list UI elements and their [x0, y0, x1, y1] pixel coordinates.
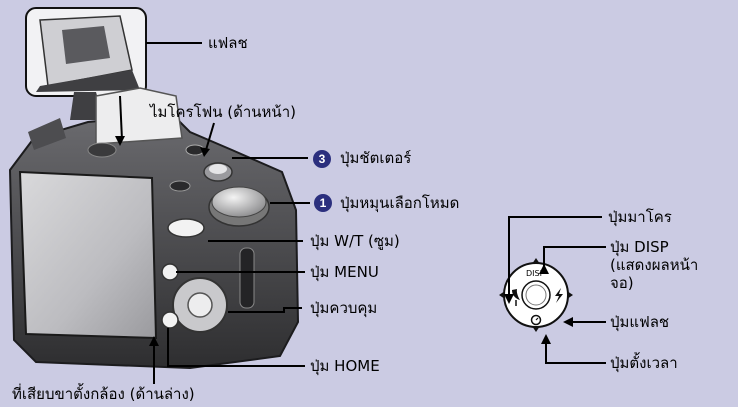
label-microphone: ไมโครโฟน (ด้านหน้า): [150, 103, 296, 121]
leader-lines: [119, 42, 606, 384]
timer-icon: [530, 314, 542, 326]
label-zoom: ปุ่ม W/T (ซูม): [310, 232, 400, 250]
label-menu: ปุ่ม MENU: [310, 263, 379, 281]
label-shutter: ปุ่มชัตเตอร์: [340, 149, 412, 167]
arrowheads: [115, 136, 573, 346]
flash-icon: [555, 288, 563, 303]
control-pad: [499, 258, 573, 332]
label-disp: ปุ่ม DISP (แสดงผลหน้า จอ): [610, 238, 699, 292]
macro-icon: [512, 289, 520, 306]
label-mode-dial: ปุ่มหมุนเลือกโหมด: [340, 194, 460, 212]
step-badge-1: 1: [314, 194, 332, 212]
step-badge-3: 3: [313, 150, 331, 168]
label-timer: ปุ่มตั้งเวลา: [610, 354, 678, 372]
label-home: ปุ่ม HOME: [310, 357, 380, 375]
label-flash-button: ปุ่มแฟลช: [610, 313, 670, 331]
label-tripod: ที่เสียบขาตั้งกล้อง (ด้านล่าง): [12, 385, 195, 403]
disp-text: DISP: [526, 269, 545, 278]
camera-body: [8, 87, 300, 370]
label-macro: ปุ่มมาโคร: [608, 208, 672, 226]
label-flash: แฟลช: [208, 34, 248, 52]
label-control: ปุ่มควบคุม: [310, 299, 378, 317]
